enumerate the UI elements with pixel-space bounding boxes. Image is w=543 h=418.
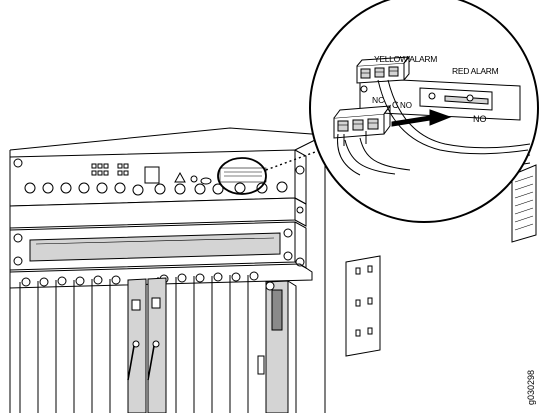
line-cards xyxy=(19,271,259,413)
label-no-yellow: NO xyxy=(400,101,412,110)
magnified-callout: YELLOW ALARM RED ALARM NC C NO NO xyxy=(309,0,539,223)
yellow-alarm-terminal xyxy=(356,55,411,93)
chassis-handle xyxy=(9,221,307,271)
label-yellow-alarm: YELLOW ALARM xyxy=(374,54,437,64)
fan-tray xyxy=(9,197,307,229)
panel-buttons xyxy=(24,181,288,196)
label-red-alarm: RED ALARM xyxy=(452,66,499,76)
rack-rail xyxy=(345,255,381,357)
chassis-side-vents xyxy=(511,164,537,243)
led-grid xyxy=(91,163,212,185)
routing-engines xyxy=(127,277,167,414)
callout-labels: YELLOW ALARM RED ALARM NC C NO NO xyxy=(372,54,499,124)
callout-leader xyxy=(217,147,327,195)
label-nc: NC xyxy=(372,95,384,105)
craft-interface-panel xyxy=(9,149,307,207)
figure-id: g030298 xyxy=(526,370,536,405)
control-board xyxy=(257,280,297,414)
insertion-arrow xyxy=(391,109,452,127)
label-c: C xyxy=(392,100,399,110)
label-no-red: NO xyxy=(473,114,487,124)
relay-contact-block xyxy=(359,77,521,121)
router-chassis xyxy=(9,127,381,414)
red-alarm-terminal xyxy=(333,104,392,146)
terminal-wires xyxy=(337,79,531,176)
